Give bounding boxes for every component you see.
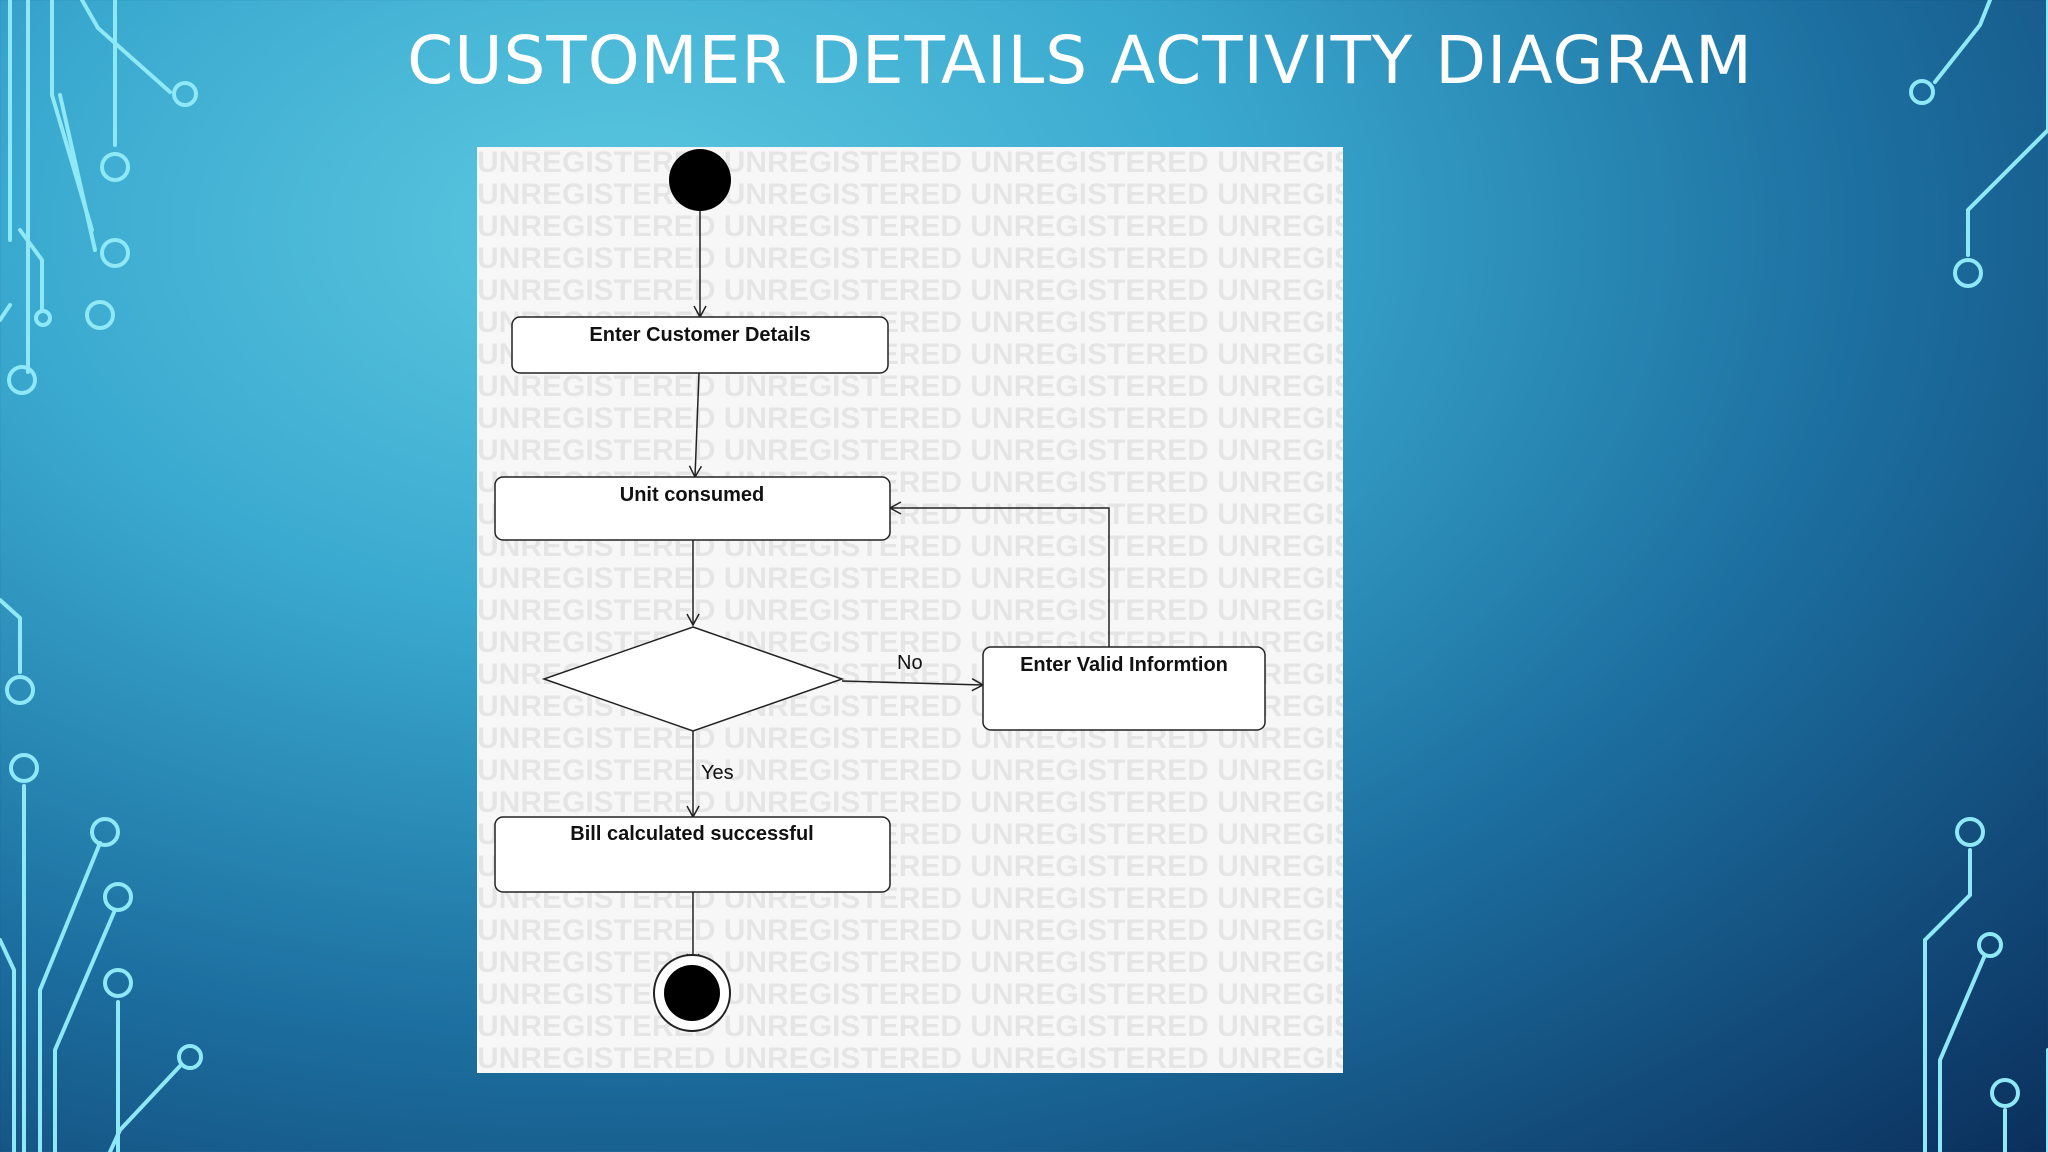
enter-customer-details-label: Enter Customer Details <box>589 324 810 346</box>
watermark-background: UNREGISTERED UNREGISTERED UNREGISTERED U… <box>477 147 1343 1073</box>
enter-valid-information-label: Enter Valid Informtion <box>1020 654 1228 676</box>
action-enter-valid-information <box>982 646 1266 731</box>
diagram-panel: UNREGISTERED UNREGISTERED UNREGISTERED U… <box>477 147 1343 1073</box>
activity-diagram: Enter Customer Details Unit consumed No … <box>494 149 1266 1032</box>
edge-label-no: No <box>897 652 923 674</box>
initial-node <box>669 149 731 211</box>
slide-title: CUSTOMER DETAILS ACTIVITY DIAGRAM <box>407 22 1753 99</box>
edge-decision-to-valid-info <box>841 678 985 692</box>
final-node <box>664 965 720 1021</box>
bill-calculated-label: Bill calculated successful <box>570 823 813 845</box>
unit-consumed-label: Unit consumed <box>620 484 764 506</box>
edge-valid-info-to-unit-consumed <box>888 501 1110 647</box>
action-enter-customer-details <box>511 316 889 374</box>
edge-enter-details-to-unit-consumed <box>688 372 703 479</box>
decision-node <box>541 626 845 732</box>
action-unit-consumed <box>494 476 891 541</box>
action-bill-calculated <box>494 816 891 893</box>
edge-label-yes: Yes <box>701 762 734 784</box>
